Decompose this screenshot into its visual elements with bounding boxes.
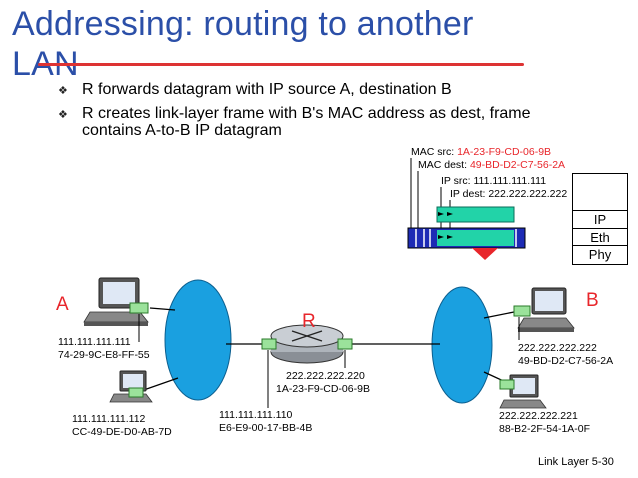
router-left-addresses: 111.111.111.110 E6-E9-00-17-BB-4B — [219, 409, 312, 435]
pointer-arrowheads — [438, 212, 453, 239]
mac-dest-value: 49-BD-D2-C7-56-2A — [469, 159, 566, 171]
nic-a2 — [128, 387, 144, 398]
bullet-1: R forwards datagram with IP source A, de… — [82, 81, 452, 98]
nic-label-pointers — [138, 314, 520, 408]
nic-b — [513, 305, 531, 317]
router-right-ip: 222.222.222.220 — [286, 370, 365, 382]
router-icon — [270, 324, 344, 364]
nic-adapters — [128, 302, 531, 398]
router-left-ip: 111.111.111.110 — [219, 409, 293, 421]
host-b2-ip: 222.222.222.221 — [499, 410, 578, 422]
node-a-label: A — [56, 294, 69, 315]
frame-header-ticks — [415, 229, 517, 247]
ip-src-label: IP src: 111.111.111.111 — [441, 175, 547, 187]
title-underline — [38, 63, 524, 66]
bullet-diamond-icon: ❖ — [58, 85, 68, 97]
host-a2-computer-icon — [109, 370, 153, 403]
stack-layer-ip: IP — [572, 210, 628, 230]
router-right-mac: 1A-23-F9-CD-06-9B — [276, 383, 370, 395]
host-b2-addresses: 222.222.222.221 88-B2-2F-54-1A-0F — [499, 410, 590, 436]
nic-b2 — [499, 379, 515, 390]
bullet-2-cont: contains A-to-B IP datagram — [82, 122, 282, 139]
lan-cloud-left — [164, 279, 232, 401]
host-a2-mac: CC-49-DE-D0-AB-7D — [72, 426, 172, 438]
frame-payload — [437, 230, 514, 246]
mac-dest-label: MAC dest: 49-BD-D2-C7-56-2A — [418, 159, 566, 171]
stack-top-layer — [572, 173, 628, 212]
nic-a — [129, 302, 149, 314]
ip-dest-label: IP dest: 222.222.222.222 — [450, 188, 568, 200]
host-b2-mac: 88-B2-2F-54-1A-0F — [499, 423, 591, 435]
ip-datagram-bar — [436, 206, 515, 223]
red-down-arrow-icon — [472, 248, 498, 260]
slide-footer: Link Layer 5-30 — [538, 456, 614, 468]
host-b-addresses: 222.222.222.222 49-BD-D2-C7-56-2A — [518, 342, 613, 368]
host-a-ip: 111.111.111.111 — [58, 336, 131, 348]
host-b-ip: 222.222.222.222 — [518, 342, 597, 354]
host-a2-addresses: 111.111.111.112 CC-49-DE-D0-AB-7D — [72, 413, 172, 439]
bullet-diamond-icon: ❖ — [58, 109, 68, 121]
stack-layer-phy: Phy — [572, 245, 628, 265]
router-left-mac: E6-E9-00-17-BB-4B — [219, 422, 313, 434]
mac-src-value: 1A-23-F9-CD-06-9B — [457, 146, 552, 158]
nic-router-right — [337, 338, 353, 350]
host-a-computer-icon — [83, 277, 149, 326]
host-a2-ip: 111.111.111.112 — [72, 413, 146, 425]
bullet-2: R creates link-layer frame with B's MAC … — [82, 105, 531, 122]
node-r-label: R — [302, 311, 316, 332]
host-a-mac: 74-29-9C-E8-FF-55 — [58, 349, 150, 361]
lan-cloud-right — [431, 286, 493, 404]
stack-layer-eth: Eth — [572, 228, 628, 247]
slide-title-line1: Addressing: routing to another — [12, 5, 474, 43]
host-b-mac: 49-BD-D2-C7-56-2A — [518, 355, 614, 367]
host-a-addresses: 111.111.111.111 74-29-9C-E8-FF-55 — [58, 336, 150, 362]
mac-src-label: MAC src: 1A-23-F9-CD-06-9B — [411, 146, 552, 158]
nic-router-left — [261, 338, 277, 350]
node-b-label: B — [586, 290, 599, 311]
host-b-computer-icon — [517, 287, 575, 332]
